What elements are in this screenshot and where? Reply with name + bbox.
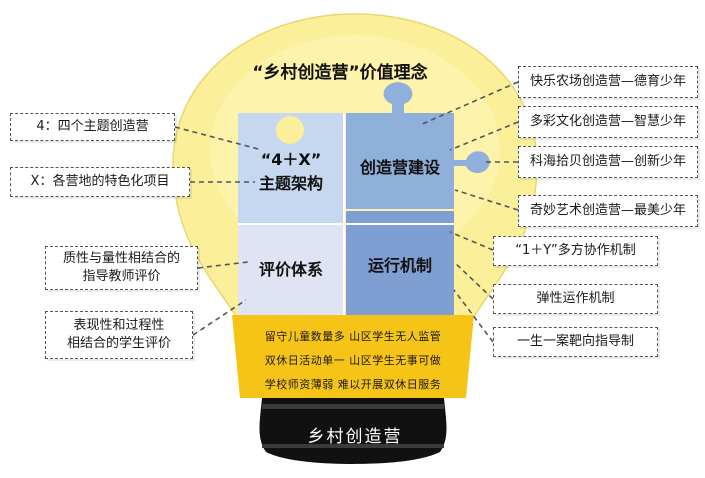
piece-mechanism-text: 运行机制 xyxy=(367,256,432,275)
label-teacher-eval: 质性与量性相结合的 指导教师评价 xyxy=(45,246,198,290)
piece-theme-text: “4＋X” 主题架构 xyxy=(238,148,344,196)
neck-line-3: 学校师资薄弱 难以开展双休日服务 xyxy=(264,378,442,391)
puzzle-knob-right xyxy=(454,151,490,174)
puzzle-knob-eval xyxy=(240,232,268,260)
neck-line-2: 双休日活动单一 山区学生无事可做 xyxy=(264,354,442,367)
piece-theme-line2: 主题架构 xyxy=(258,174,323,193)
puzzle-knob-top xyxy=(383,82,413,113)
bulb-neck xyxy=(232,315,474,398)
puzzle-knob-theme xyxy=(276,116,304,144)
base-label: 乡村创造营 xyxy=(307,427,403,447)
piece-theme-line1: “4＋X” xyxy=(260,150,322,169)
label-mech-cooperation: “1＋Y”多方协作机制 xyxy=(493,236,658,266)
label-camp-culture: 多彩文化创造营—智慧少年 xyxy=(518,106,698,138)
label-x-features: X：各营地的特色化项目 xyxy=(10,167,190,197)
piece-construction-text: 创造营建设 xyxy=(359,158,440,177)
puzzle-construction-piece xyxy=(346,113,454,209)
label-teacher-eval-line1: 质性与量性相结合的 xyxy=(62,251,180,266)
label-mech-flexible: 弹性运作机制 xyxy=(493,284,658,314)
label-camp-farm: 快乐农场创造营—德育少年 xyxy=(518,66,698,98)
label-student-eval-line2: 相结合的学生评价 xyxy=(66,336,171,351)
label-camp-science: 科海拾贝创造营—创新少年 xyxy=(518,146,698,178)
piece-evaluation-text: 评价体系 xyxy=(258,260,323,279)
label-teacher-eval-line2: 指导教师评价 xyxy=(82,269,161,284)
connector-lines xyxy=(174,81,519,343)
neck-line-1: 留守儿童数量多 山区学生无人监管 xyxy=(264,330,442,343)
label-camp-art: 奇妙艺术创造营—最美少年 xyxy=(518,195,698,227)
label-mech-targeted: 一生一案靶向指导制 xyxy=(493,327,658,357)
label-student-eval-line1: 表现性和过程性 xyxy=(73,318,165,333)
label-student-eval: 表现性和过程性 相结合的学生评价 xyxy=(45,311,193,359)
diagram-title: “乡村创造营”价值理念 xyxy=(252,63,428,83)
label-four-themes: 4：四个主题创造营 xyxy=(10,113,175,141)
